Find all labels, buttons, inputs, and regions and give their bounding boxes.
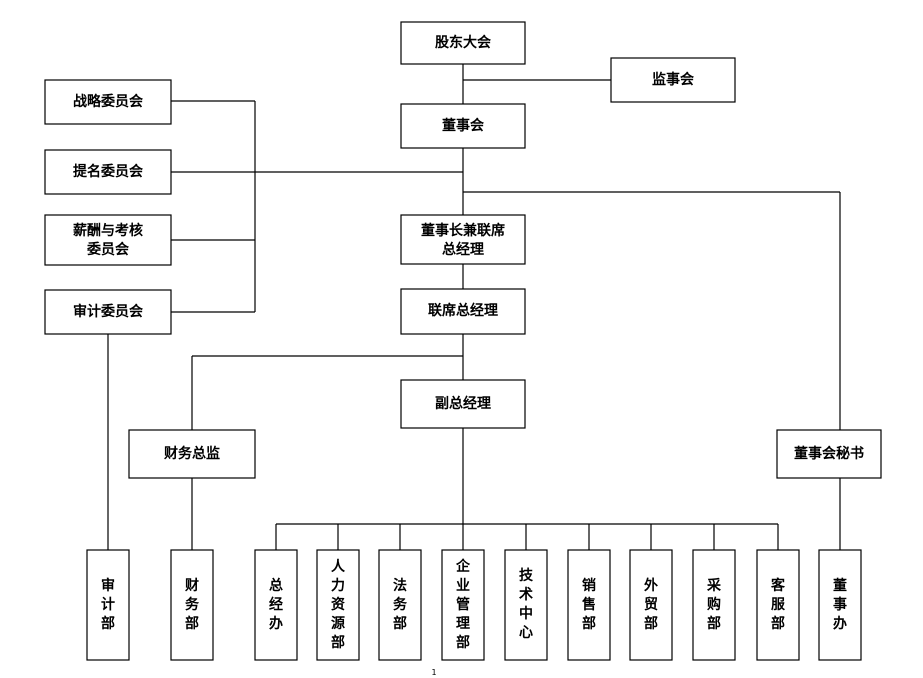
dept-char: 外: [644, 577, 658, 594]
node-board-of-directors: 董事会: [400, 103, 526, 149]
dept-customer-service: 客 服 部: [756, 549, 800, 661]
dept-char: 部: [707, 615, 721, 632]
node-label: 提名委员会: [73, 163, 144, 180]
connectors: [107, 64, 841, 550]
dept-char: 销: [582, 577, 596, 594]
node-compensation-committee: 薪酬与考核 委员会: [44, 214, 172, 266]
node-deputy-gm: 副总经理: [400, 379, 526, 429]
dept-char: 部: [331, 634, 345, 651]
dept-char: 事: [833, 596, 847, 613]
node-co-gm: 联席总经理: [400, 288, 526, 335]
dept-char: 务: [185, 596, 200, 613]
page-number: 1: [431, 668, 436, 677]
dept-char: 董: [833, 577, 847, 594]
dept-char: 经: [269, 596, 283, 613]
dept-char: 部: [101, 615, 115, 632]
dept-char: 业: [456, 578, 470, 594]
node-label: 董事会: [442, 117, 485, 134]
node-label: 副总经理: [435, 395, 491, 412]
node-nomination-committee: 提名委员会: [44, 149, 172, 195]
dept-char: 部: [582, 615, 596, 632]
dept-char: 售: [581, 596, 596, 613]
dept-char: 客: [770, 577, 786, 594]
node-label: 联席总经理: [428, 302, 498, 319]
node-board-secretary: 董事会秘书: [776, 429, 882, 479]
dept-char: 术: [519, 586, 533, 603]
dept-purchasing: 采 购 部: [692, 549, 736, 661]
dept-char: 部: [393, 615, 407, 632]
dept-char: 部: [644, 615, 658, 632]
dept-char: 务: [393, 596, 408, 613]
node-label: 战略委员会: [73, 93, 144, 110]
dept-char: 力: [331, 577, 345, 594]
dept-char: 部: [185, 615, 199, 632]
node-audit-committee: 审计委员会: [44, 289, 172, 335]
dept-char: 中: [519, 605, 533, 622]
node-supervisory-board: 监事会: [610, 57, 736, 103]
node-chairman-co-gm: 董事长兼联席 总经理: [400, 214, 526, 265]
dept-audit: 审 计 部: [86, 549, 130, 661]
node-label-line: 委员会: [86, 241, 130, 258]
node-strategy-committee: 战略委员会: [44, 79, 172, 125]
dept-char: 办: [269, 615, 283, 632]
node-label-line: 总经理: [442, 241, 484, 258]
dept-finance: 财 务 部: [170, 549, 214, 661]
dept-legal: 法 务 部: [378, 549, 422, 661]
dept-char: 购: [707, 596, 721, 613]
node-cfo: 财务总监: [128, 429, 256, 479]
dept-char: 财: [184, 577, 199, 594]
node-label-line: 薪酬与考核: [73, 222, 143, 239]
node-label: 审计委员会: [73, 303, 144, 320]
dept-char: 法: [393, 577, 407, 594]
node-label: 监事会: [652, 71, 695, 88]
dept-board-office: 董 事 办: [818, 549, 862, 661]
dept-char: 心: [519, 625, 533, 641]
dept-char: 企: [455, 558, 471, 575]
dept-char: 采: [706, 577, 722, 594]
dept-char: 理: [456, 616, 470, 632]
node-label: 股东大会: [435, 34, 492, 51]
dept-char: 审: [101, 577, 115, 594]
dept-sales: 销 售 部: [567, 549, 611, 661]
dept-char: 源: [331, 615, 345, 632]
dept-char: 部: [771, 615, 785, 632]
dept-char: 资: [331, 596, 345, 613]
dept-tech-center: 技 术 中 心: [504, 549, 548, 661]
dept-char: 总: [269, 577, 283, 594]
dept-enterprise-mgmt: 企 业 管 理 部: [441, 549, 485, 661]
node-label: 董事会秘书: [794, 445, 864, 462]
node-label-line: 董事长兼联席: [421, 222, 505, 239]
dept-char: 服: [771, 597, 786, 613]
node-shareholders-meeting: 股东大会: [400, 21, 526, 65]
dept-foreign-trade: 外 贸 部: [629, 549, 673, 661]
dept-char: 贸: [644, 596, 658, 613]
dept-char: 办: [833, 615, 847, 632]
dept-char: 管: [456, 596, 470, 613]
dept-gm-office: 总 经 办: [254, 549, 298, 661]
dept-char: 技: [519, 567, 534, 584]
dept-char: 部: [456, 634, 470, 651]
dept-char: 计: [101, 596, 115, 613]
node-label: 财务总监: [163, 445, 220, 462]
dept-char: 人: [331, 558, 346, 575]
dept-hr: 人 力 资 源 部: [316, 549, 360, 661]
